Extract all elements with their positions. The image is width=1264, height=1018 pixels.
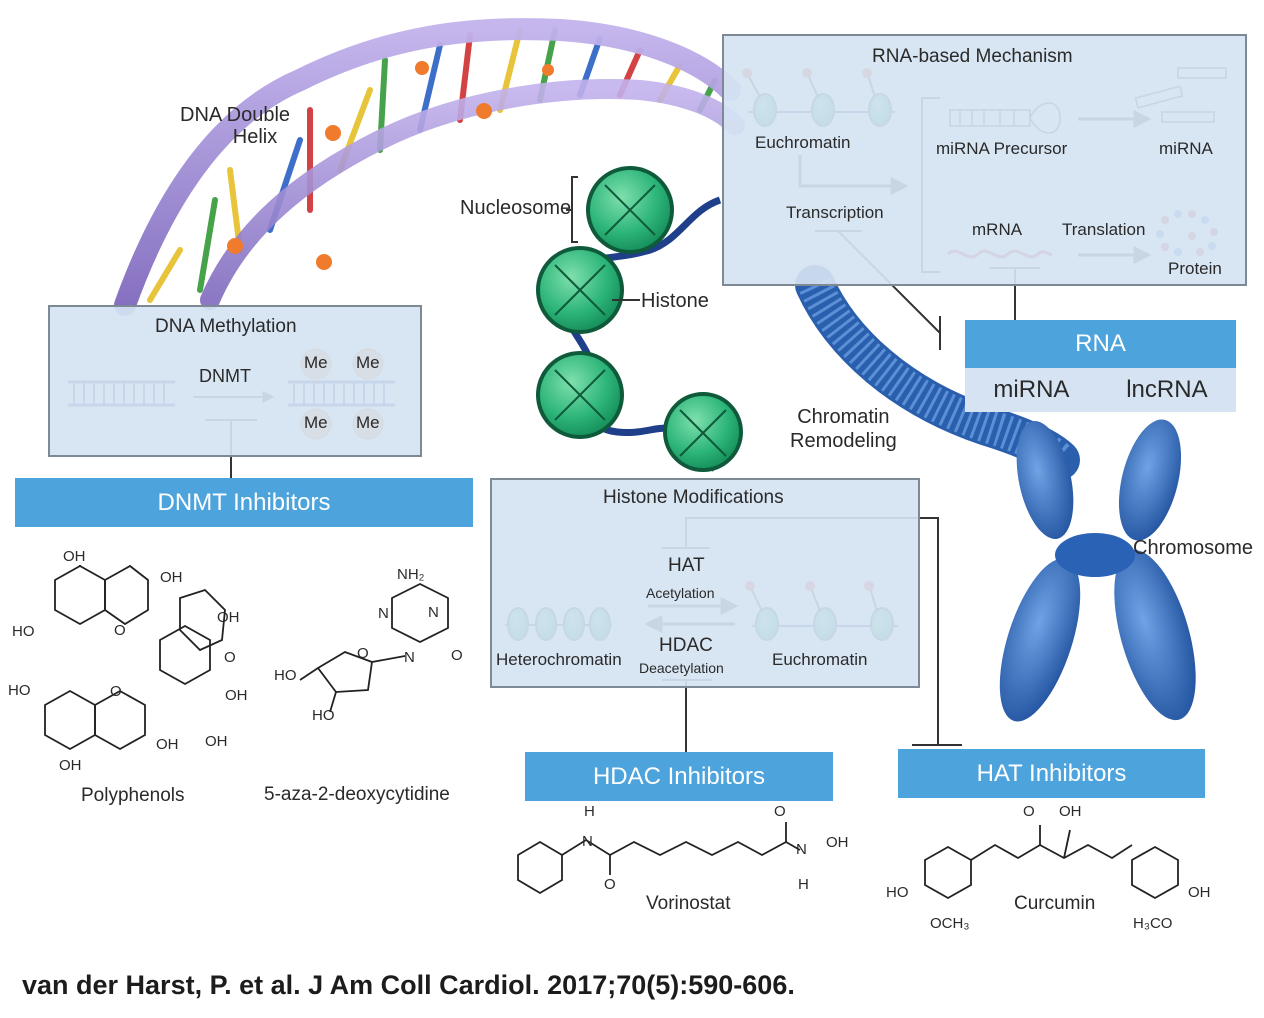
atom-label: HO xyxy=(274,667,297,684)
chromosome-label: Chromosome xyxy=(1133,537,1254,559)
atom-label: N xyxy=(428,604,439,621)
atom-label: N xyxy=(582,833,593,850)
atom-label: N xyxy=(796,841,807,858)
atom-label: OH xyxy=(217,609,240,626)
rna-items: miRNA lncRNA xyxy=(965,368,1236,412)
chromatin-remodeling-label: Chromatin Remodeling xyxy=(790,405,897,453)
chromatin-remodeling-line1: Chromatin xyxy=(797,406,890,428)
dna-helix-label-line1: DNA Double xyxy=(180,104,291,126)
histone-euchromatin-label: Euchromatin xyxy=(772,650,868,669)
atom-label: N xyxy=(378,605,389,622)
citation: van der Harst, P. et al. J Am Coll Cardi… xyxy=(22,970,795,1000)
methyl-tag: Me xyxy=(356,353,380,372)
aza-deoxycytidine-label: 5-aza-2-deoxycytidine xyxy=(264,784,450,805)
atom-label: O xyxy=(604,876,616,893)
protein-label: Protein xyxy=(1168,259,1222,278)
nucleosome-label: Nucleosome xyxy=(460,197,572,219)
atom-label: H xyxy=(798,876,809,893)
dna-double-helix xyxy=(114,18,745,316)
hat-label: HAT xyxy=(668,555,705,576)
rna-mechanism-title: RNA-based Mechanism xyxy=(872,46,1073,67)
chromosome-graphic xyxy=(999,419,1196,722)
atom-label: OH xyxy=(63,548,86,565)
rna-euchromatin-label: Euchromatin xyxy=(755,133,851,152)
atom-label: H xyxy=(584,803,595,820)
histone-modifications-title: Histone Modifications xyxy=(603,487,784,508)
rna-header: RNA xyxy=(965,320,1236,368)
rna-item-mirna: miRNA xyxy=(993,376,1070,403)
atom-label: HO xyxy=(12,623,35,640)
mrna-label: mRNA xyxy=(972,220,1023,239)
atom-label: O xyxy=(451,647,463,664)
methyl-tag: Me xyxy=(356,413,380,432)
atom-label: N xyxy=(404,649,415,666)
heterochromatin-label: Heterochromatin xyxy=(496,650,622,669)
hdac-label: HDAC xyxy=(659,635,713,656)
methyl-tag: Me xyxy=(304,413,328,432)
atom-label: OH xyxy=(160,569,183,586)
curcumin-label: Curcumin xyxy=(1014,893,1096,914)
nucleosome-chain xyxy=(536,166,743,472)
atom-label: OH xyxy=(826,834,849,851)
atom-label: O xyxy=(357,645,369,662)
mirna-precursor-label: miRNA Precursor xyxy=(936,139,1068,158)
atom-label: HO xyxy=(8,682,31,699)
atom-label: OH xyxy=(205,733,228,750)
transcription-label: Transcription xyxy=(786,203,884,222)
histone-modifications-panel xyxy=(490,478,920,688)
atom-label: NH₂ xyxy=(397,566,425,583)
atom-label: O xyxy=(774,803,786,820)
dna-helix-label-line2: Helix xyxy=(232,126,278,148)
atom-label: HO xyxy=(886,884,909,901)
atom-label: OH xyxy=(156,736,179,753)
vorinostat-label: Vorinostat xyxy=(646,893,731,914)
atom-label: O xyxy=(224,649,236,666)
atom-label: OH xyxy=(1059,803,1082,820)
rna-mechanism-panel xyxy=(722,34,1247,286)
hdac-inhibitors-header: HDAC Inhibitors xyxy=(525,752,833,801)
acetylation-label: Acetylation xyxy=(646,585,715,601)
histone-label: Histone xyxy=(641,290,709,312)
deacetylation-label: Deacetylation xyxy=(639,660,724,676)
atom-label: H₃CO xyxy=(1133,915,1173,932)
dna-methylation-panel xyxy=(48,305,422,457)
dna-methylation-title: DNA Methylation xyxy=(155,316,297,337)
atom-label: OH xyxy=(1188,884,1211,901)
dnmt-label: DNMT xyxy=(199,366,251,386)
methyl-tag: Me xyxy=(304,353,328,372)
atom-label: O xyxy=(114,622,126,639)
atom-label: O xyxy=(110,683,122,700)
hat-inhibitors-header: HAT Inhibitors xyxy=(898,749,1205,798)
translation-label: Translation xyxy=(1062,220,1146,239)
dnmt-inhibitors-header: DNMT Inhibitors xyxy=(15,478,473,527)
chemical-structures xyxy=(44,564,1179,900)
polyphenols-label: Polyphenols xyxy=(81,785,185,806)
atom-label: OH xyxy=(59,757,82,774)
atom-label: O xyxy=(1023,803,1035,820)
dna-helix-label: DNA Double Helix xyxy=(180,104,290,148)
atom-label: OCH₃ xyxy=(930,915,970,932)
chromatin-remodeling-line2: Remodeling xyxy=(790,430,897,452)
atom-label: HO xyxy=(312,707,335,724)
mirna-label: miRNA xyxy=(1159,139,1213,158)
rna-item-lncrna: lncRNA xyxy=(1126,376,1208,403)
atom-label: OH xyxy=(225,687,248,704)
